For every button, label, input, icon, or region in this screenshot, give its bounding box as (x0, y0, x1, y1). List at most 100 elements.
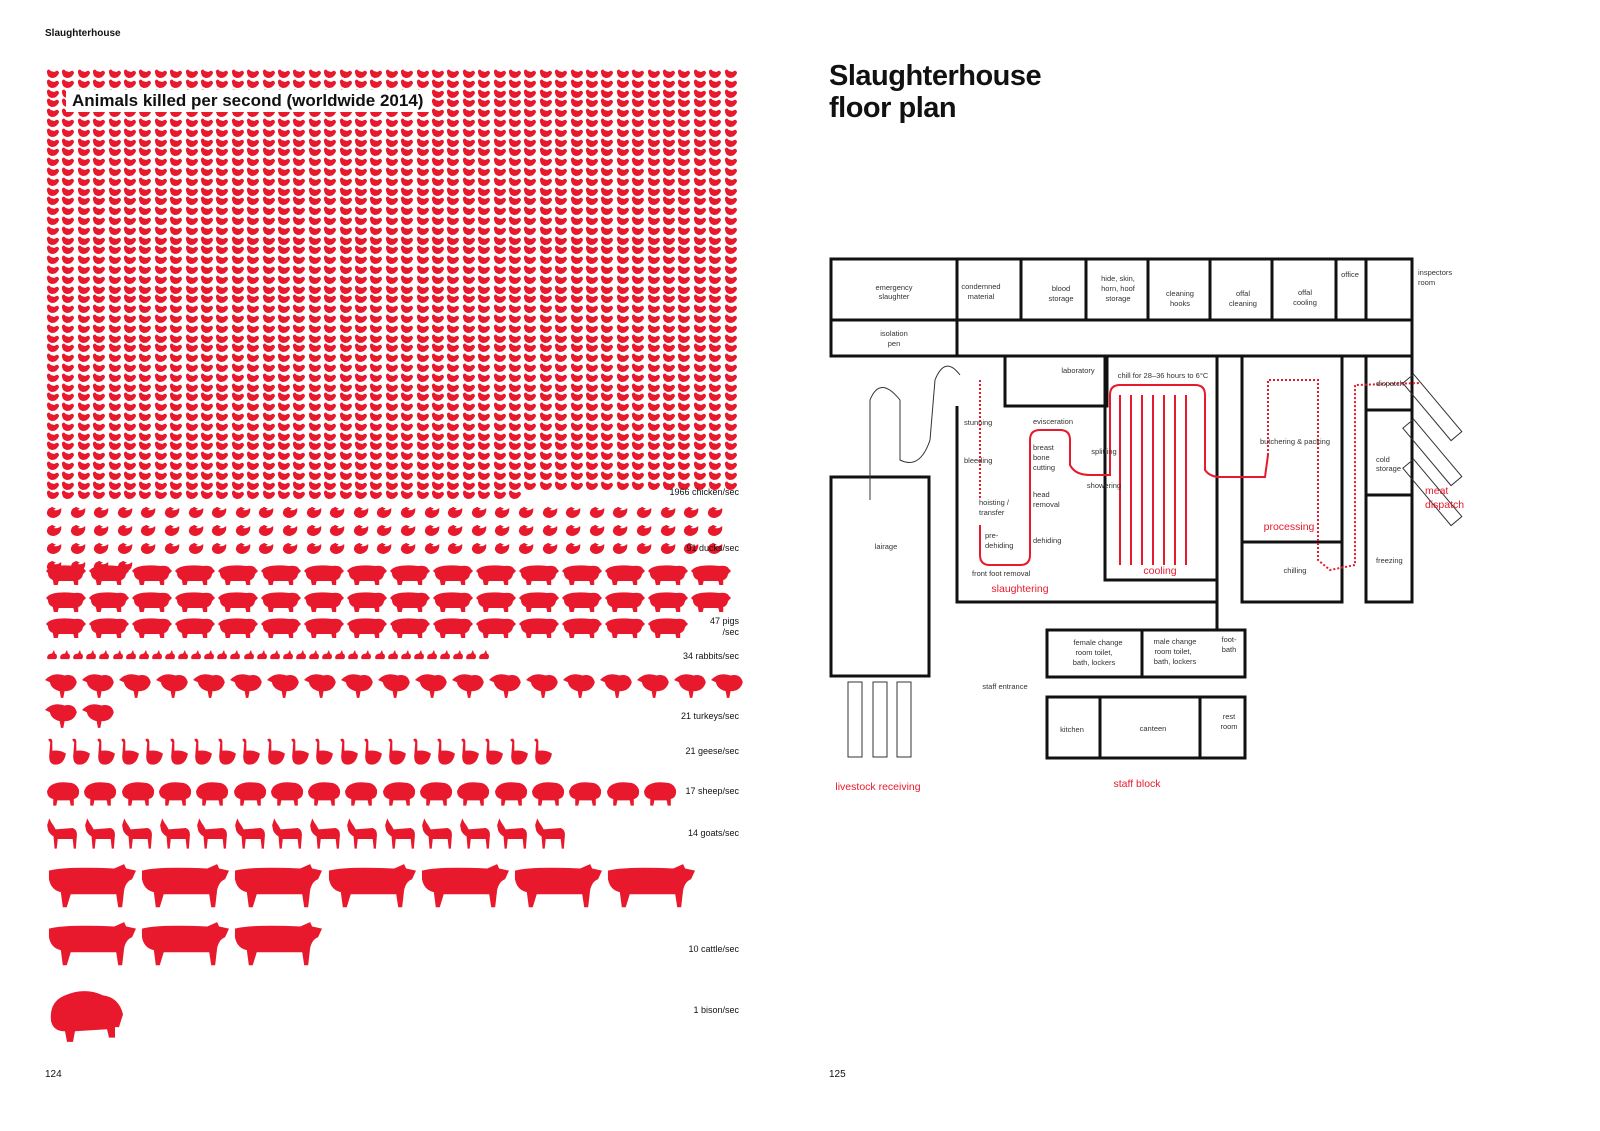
chicken-icon (693, 206, 706, 216)
svg-text:meat: meat (1425, 485, 1448, 497)
chicken-icon (662, 79, 676, 88)
chicken-icon (293, 118, 306, 127)
chicken-icon (539, 196, 552, 206)
chicken-icon (339, 196, 352, 206)
chicken-icon (478, 108, 491, 118)
chicken-icon (616, 196, 629, 206)
chicken-icon (154, 206, 167, 216)
chicken-icon (462, 79, 475, 88)
chicken-icon (385, 147, 398, 157)
chicken-icon (555, 206, 568, 216)
chicken-icon (724, 79, 737, 88)
chicken-icon (647, 79, 660, 88)
chicken-icon (262, 69, 275, 78)
chicken-icon (724, 167, 737, 176)
chicken-icon (339, 157, 352, 167)
chicken-icon (585, 138, 599, 147)
chicken-icon (539, 118, 552, 127)
chicken-icon (354, 69, 368, 78)
chicken-icon (108, 167, 121, 176)
chicken-icon (678, 128, 691, 137)
chicken-icon (324, 216, 337, 225)
chicken-icon (277, 157, 291, 167)
chicken-icon (478, 206, 491, 216)
chicken-icon (46, 118, 60, 127)
chicken-icon (247, 157, 260, 167)
chicken-icon (416, 206, 429, 216)
chicken-icon (662, 138, 676, 147)
chicken-icon (447, 196, 460, 206)
chicken-icon (385, 69, 398, 78)
chicken-icon (339, 69, 352, 78)
chicken-icon (539, 89, 552, 98)
chicken-icon (570, 128, 583, 137)
chicken-icon (493, 138, 506, 147)
chicken-icon (524, 69, 537, 78)
svg-text:slaughtering: slaughtering (991, 583, 1048, 595)
chicken-icon (431, 108, 445, 118)
chicken-icon (601, 89, 614, 98)
chicken-icon (231, 138, 244, 147)
chicken-icon (324, 206, 337, 216)
chicken-icon (354, 147, 368, 157)
chicken-icon (416, 138, 429, 147)
svg-text:head: head (1033, 490, 1050, 499)
chicken-icon (293, 157, 306, 167)
chicken-icon (108, 177, 121, 186)
chicken-icon (493, 89, 506, 98)
chicken-icon (585, 177, 599, 186)
chicken-icon (709, 196, 722, 206)
chicken-icon (277, 177, 291, 186)
chicken-icon (185, 118, 198, 127)
chicken-icon (46, 177, 60, 186)
chicken-icon (77, 128, 90, 137)
chicken-icon (539, 98, 552, 108)
chicken-icon (339, 187, 352, 196)
chicken-icon (108, 187, 121, 196)
chicken-icon (539, 187, 552, 196)
chicken-icon (678, 98, 691, 108)
chicken-icon (447, 206, 460, 216)
cooling-rails (1119, 395, 1187, 565)
chicken-icon (123, 79, 137, 88)
chicken-icon (293, 128, 306, 137)
chicken-icon (431, 167, 445, 176)
chicken-icon (62, 157, 75, 167)
chicken-icon (216, 177, 229, 186)
svg-text:room: room (1418, 278, 1435, 287)
svg-text:storage: storage (1105, 294, 1130, 303)
chicken-icon (139, 187, 152, 196)
svg-text:room: room (1220, 722, 1237, 731)
chicken-icon (585, 196, 599, 206)
chicken-icon (616, 89, 629, 98)
chicken-icon (647, 138, 660, 147)
chicken-icon (647, 187, 660, 196)
chicken-icon (693, 187, 706, 196)
chicken-icon (370, 196, 383, 206)
chicken-icon (262, 167, 275, 176)
chicken-icon (632, 69, 645, 78)
chicken-icon (539, 138, 552, 147)
chicken-icon (647, 98, 660, 108)
chicken-icon (216, 167, 229, 176)
chicken-icon (216, 128, 229, 137)
svg-text:bath, lockers: bath, lockers (1073, 658, 1116, 667)
chicken-icon (632, 177, 645, 186)
chicken-icon (447, 128, 460, 137)
chicken-icon (401, 69, 414, 78)
chicken-icon (370, 147, 383, 157)
chicken-icon (539, 79, 552, 88)
chicken-icon (185, 187, 198, 196)
chicken-icon (478, 89, 491, 98)
svg-text:showering: showering (1087, 481, 1121, 490)
chicken-icon (46, 187, 60, 196)
chicken-icon (555, 138, 568, 147)
chicken-icon (462, 187, 475, 196)
svg-text:male change: male change (1154, 637, 1197, 646)
chicken-icon (508, 128, 522, 137)
chicken-icon (570, 196, 583, 206)
chicken-icon (724, 128, 737, 137)
svg-text:butchering & packing: butchering & packing (1260, 437, 1330, 446)
walls (829, 257, 1414, 760)
